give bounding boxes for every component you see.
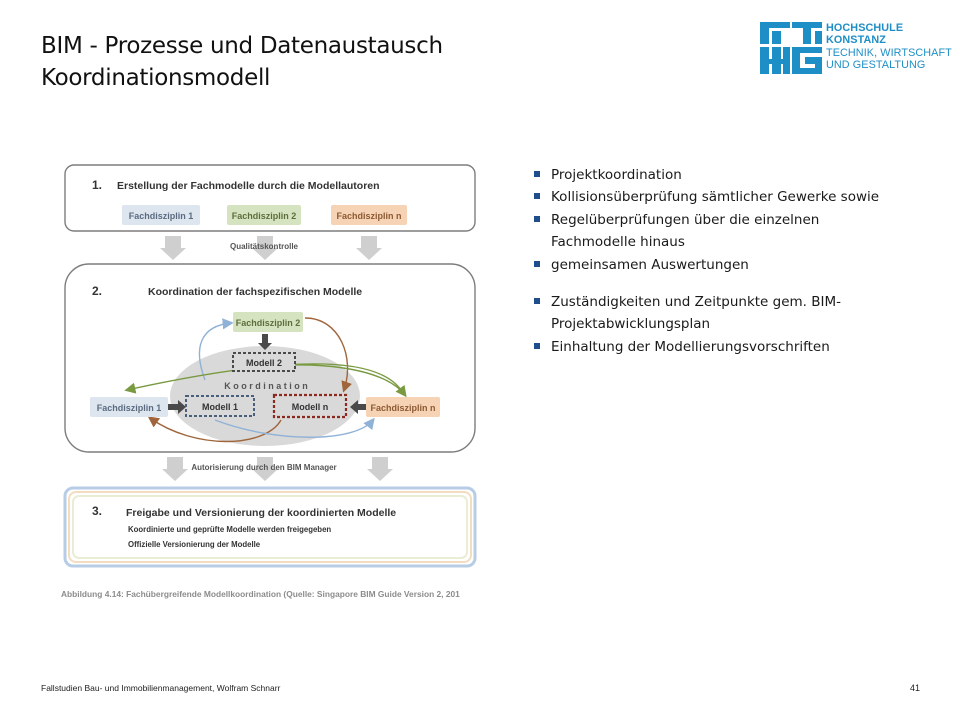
arrow-blue-bottom <box>214 417 375 438</box>
figure-caption: Abbildung 4.14: Fachübergreifende Modell… <box>61 589 460 599</box>
qc-label: Qualitätskontrolle <box>230 242 299 251</box>
htwg-logo-icon <box>760 22 822 74</box>
bullet-item: Zuständigkeiten und Zeitpunkte gem. BIM-… <box>532 291 942 336</box>
bullet-square-icon <box>534 298 540 305</box>
step3-panel: 3. Freigabe und Versionierung der koordi… <box>63 486 477 568</box>
logo-line2: KONSTANZ <box>826 34 886 47</box>
model2-box <box>232 352 296 372</box>
model1-box <box>185 395 255 417</box>
disc1-label: Fachdisziplin 1 <box>129 211 194 221</box>
step3-number: 3. <box>92 504 102 518</box>
model2-label: Modell 2 <box>246 358 282 368</box>
disc1-left-label: Fachdisziplin 1 <box>97 403 162 413</box>
arrow-brown-bottom <box>147 416 282 443</box>
bullet-square-icon <box>534 260 540 267</box>
step3-line2: Offizielle Versionierung der Modelle <box>128 540 261 549</box>
page-number: 41 <box>909 683 920 693</box>
discn-right-label: Fachdisziplin n <box>370 403 435 413</box>
footer-text: Fallstudien Bau- und Immobilienmanagemen… <box>41 683 281 693</box>
bullet-square-icon <box>534 171 540 177</box>
slide-title-line1: BIM - Prozesse und Datenaustausch <box>41 33 443 59</box>
university-logo: HOCHSCHULE KONSTANZ TECHNIK, WIRTSCHAFT … <box>760 22 952 76</box>
step2-number: 2. <box>92 284 102 298</box>
auth-label: Autorisierung durch den BIM Manager <box>191 463 336 472</box>
arrow-discn-modeln <box>350 400 366 414</box>
step2-title: Koordination der fachspezifischen Modell… <box>148 286 362 298</box>
model1-label: Modell 1 <box>202 402 238 412</box>
discn-box <box>331 205 407 225</box>
logo-line4: UND GESTALTUNG <box>826 59 926 72</box>
disc2-box <box>227 205 301 225</box>
bullet-item: gemeinsamen Auswertungen <box>532 254 942 276</box>
disc2-label: Fachdisziplin 2 <box>232 211 297 221</box>
disc1-left-box <box>90 397 168 417</box>
discn-right-box <box>366 397 440 417</box>
step1-number: 1. <box>92 178 102 192</box>
arrow-disc1-model1 <box>168 400 186 414</box>
down-arrows-2 <box>162 457 393 481</box>
coordination-diagram: 1. Erstellung der Fachmodelle durch die … <box>63 164 477 568</box>
bullet-square-icon <box>534 193 540 200</box>
down-arrows-1 <box>160 236 382 260</box>
logo-line3: TECHNIK, WIRTSCHAFT <box>826 46 952 59</box>
logo-wordmark: HOCHSCHULE KONSTANZ TECHNIK, WIRTSCHAFT … <box>826 22 952 72</box>
disc1-box <box>122 205 200 225</box>
modeln-box <box>272 393 348 419</box>
arrow-brown-top <box>304 317 353 393</box>
step3-line1: Koordinierte und geprüfte Modelle werden… <box>128 525 331 534</box>
disc2-top-label: Fachdisziplin 2 <box>236 318 301 328</box>
bullet-item: Einhaltung der Modellierungsvorschriften <box>532 336 942 358</box>
bullet-item: Projektkoordination <box>532 164 942 186</box>
modeln-label: Modell n <box>292 402 329 412</box>
arrow-disc2-model2 <box>258 334 272 350</box>
step2-panel: 2. Koordination der fachspezifischen Mod… <box>64 263 476 453</box>
step3-title: Freigabe und Versionierung der koordinie… <box>126 507 396 519</box>
logo-line1: HOCHSCHULE <box>826 22 904 34</box>
arrow-green-top <box>124 363 405 396</box>
bullet-square-icon <box>534 342 540 349</box>
disc2-top-box <box>233 312 303 332</box>
slide-title-line2: Koordinationsmodell <box>41 65 271 91</box>
discn-label: Fachdisziplin n <box>336 211 401 221</box>
slide-title: BIM - Prozesse und Datenaustausch Koordi… <box>41 30 443 94</box>
arrow-blue-up <box>198 318 234 381</box>
bullet-list: Projektkoordination Kollisionsüberprüfun… <box>532 164 942 358</box>
koordination-label: K o o r d i n a t i o n <box>224 381 308 391</box>
bullet-item: Kollisionsüberprüfung sämtlicher Gewerke… <box>532 186 942 208</box>
bullet-square-icon <box>534 215 540 222</box>
step1-title: Erstellung der Fachmodelle durch die Mod… <box>117 180 380 192</box>
step1-panel: 1. Erstellung der Fachmodelle durch die … <box>64 164 476 232</box>
